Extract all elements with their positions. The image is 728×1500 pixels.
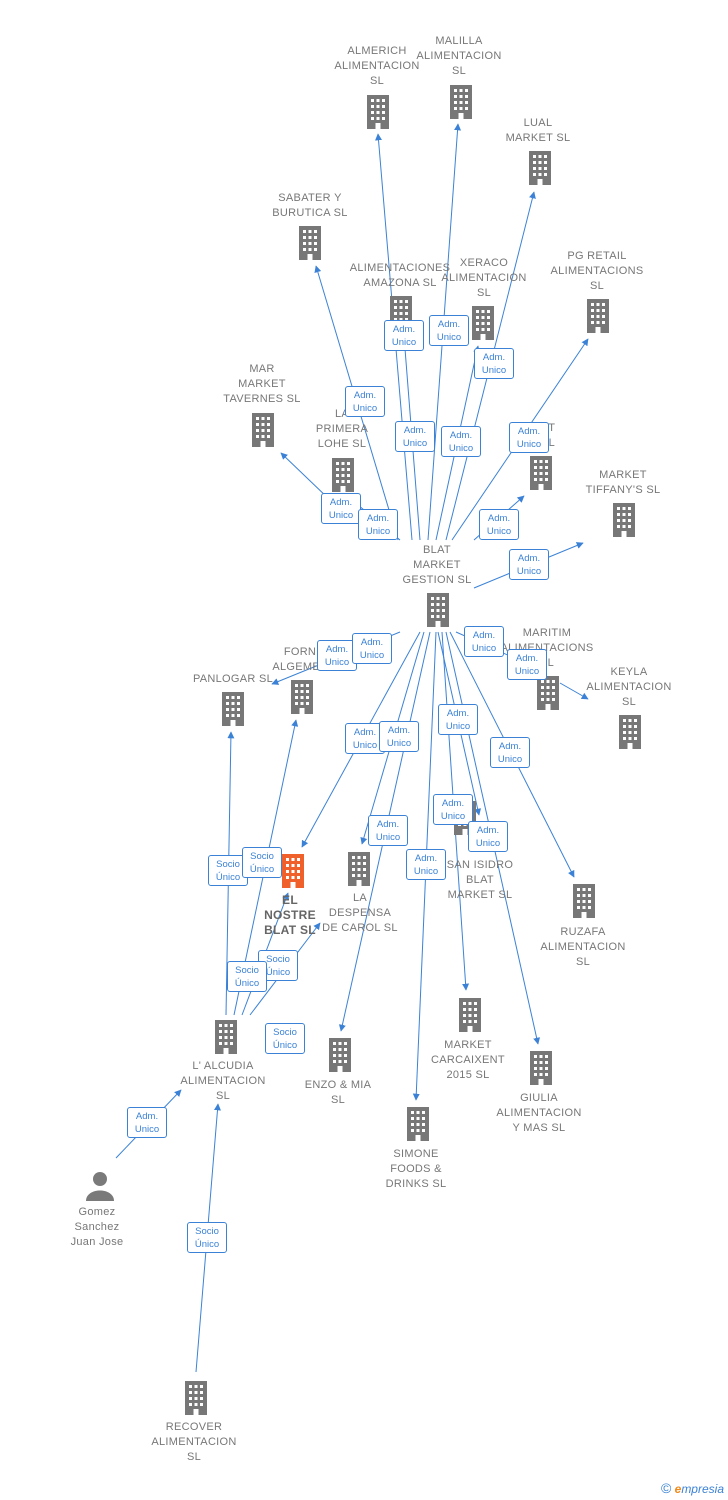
node-label-pgretail[interactable]: PG RETAIL ALIMENTACIONS SL (550, 250, 644, 292)
building-icon[interactable] (407, 1107, 429, 1141)
edge-label-recover-to-alcudia[interactable]: Socio Único (187, 1222, 227, 1253)
empresia-logo: empresia (674, 1482, 724, 1496)
node-label-blat[interactable]: BLAT MARKET GESTION SL (402, 544, 472, 586)
node-label-panlogar[interactable]: PANLOGAR SL (192, 673, 274, 685)
edge-label-alcudia-to-panlogar[interactable]: Socio Único (208, 855, 248, 886)
building-icon[interactable] (529, 151, 551, 185)
node-label-enzo[interactable]: ENZO & MIA SL (304, 1079, 372, 1106)
building-icon[interactable] (367, 95, 389, 129)
edge-label-blat-to-simone[interactable]: Adm. Unico (406, 849, 446, 880)
edge-label-blat-to-sanisidro[interactable]: Adm. Unico (438, 704, 478, 735)
node-label-recover[interactable]: RECOVER ALIMENTACION SL (151, 1421, 237, 1463)
building-icon[interactable] (299, 226, 321, 260)
edge-label-blat-to-tiffany[interactable]: Adm. Unico (509, 549, 549, 580)
edge-label-blat-to-keyla[interactable]: Adm. Unico (507, 649, 547, 680)
edge-label-blat-to-sabater[interactable]: Adm. Unico (345, 386, 385, 417)
node-label-mar[interactable]: MAR MARKET TAVERNES SL (223, 363, 301, 405)
node-label-simone[interactable]: SIMONE FOODS & DRINKS SL (385, 1148, 447, 1190)
building-icon[interactable] (222, 692, 244, 726)
edge-label-blat-to-despensa[interactable]: Adm. Unico (379, 721, 419, 752)
node-label-almerich[interactable]: ALMERICH ALIMENTACION SL (334, 45, 420, 87)
edge-blat-to-mar (280, 452, 331, 501)
copyright-icon: © (660, 1480, 672, 1496)
node-label-sanisidro[interactable]: SAN ISIDRO BLAT MARKET SL (446, 859, 514, 901)
edge-label-blat-to-amazona[interactable]: Adm. Unico (395, 421, 435, 452)
node-label-alcudia[interactable]: L' ALCUDIA ALIMENTACION SL (180, 1060, 266, 1102)
edge-label-alcudia-to-forn[interactable]: Socio Único (242, 847, 282, 878)
building-icon[interactable] (573, 884, 595, 918)
node-label-lual[interactable]: LUAL MARKET SL (505, 117, 571, 144)
edge-label-blat-to-hiddenet[interactable]: Adm. Unico (479, 509, 519, 540)
building-icon[interactable] (530, 1051, 552, 1085)
edge-label-blat-to-nostre[interactable]: Adm. Unico (345, 723, 385, 754)
node-label-primera[interactable]: LA PRIMERA LOHE SL (315, 408, 369, 450)
node-label-xeraco[interactable]: XERACO ALIMENTACION SL (441, 257, 527, 299)
node-label-tiffany[interactable]: MARKET TIFFANY'S SL (585, 469, 661, 496)
node-label-carcaixent[interactable]: MARKET CARCAIXENT 2015 SL (431, 1039, 505, 1081)
edge-label-blat-to-panlogar[interactable]: Adm. Unico (352, 633, 392, 664)
node-label-gomez[interactable]: Gomez Sanchez Juan Jose (70, 1206, 124, 1248)
building-icon[interactable] (215, 1020, 237, 1054)
node-label-forn[interactable]: FORN ALGEMES (272, 646, 328, 673)
edge-label-blat-to-primera[interactable]: Adm. Unico (358, 509, 398, 540)
edge-label-blat-to-forn[interactable]: Adm. Unico (317, 640, 357, 671)
footer-brand[interactable]: © empresia (661, 1480, 724, 1496)
edge-label-blat-to-almerich[interactable]: Adm. Unico (384, 320, 424, 351)
building-icon[interactable] (282, 854, 304, 888)
relation-tag-socio-unico[interactable]: Socio Único (265, 1023, 305, 1054)
node-label-amazona[interactable]: ALIMENTACIONES AMAZONA SL (349, 262, 451, 289)
edge-label-blat-to-ruzafa[interactable]: Adm. Unico (490, 737, 530, 768)
node-label-ruzafa[interactable]: RUZAFA ALIMENTACION SL (540, 926, 626, 968)
node-label-giulia[interactable]: GIULIA ALIMENTACION Y MAS SL (496, 1092, 582, 1134)
building-icon[interactable] (185, 1381, 207, 1415)
node-label-sabater[interactable]: SABATER Y BURUTICA SL (272, 192, 348, 219)
building-icon[interactable] (537, 676, 559, 710)
edge-label-blat-to-xeraco[interactable]: Adm. Unico (441, 426, 481, 457)
edge-label-gomez-to-alcudia[interactable]: Adm. Unico (127, 1107, 167, 1138)
edge-label-blat-to-carcaixent[interactable]: Adm. Unico (433, 794, 473, 825)
edge-label-blat-to-lual[interactable]: Adm. Unico (474, 348, 514, 379)
building-icon[interactable] (348, 852, 370, 886)
node-label-malilla[interactable]: MALILLA ALIMENTACION SL (416, 35, 502, 77)
node-label-despensa[interactable]: LA DESPENSA DE CAROL SL (322, 892, 398, 934)
edge-label-blat-to-enzo[interactable]: Adm. Unico (368, 815, 408, 846)
building-icon[interactable] (450, 85, 472, 119)
building-icon[interactable] (530, 456, 552, 490)
building-icon[interactable] (427, 593, 449, 627)
building-icon[interactable] (329, 1038, 351, 1072)
building-icon[interactable] (619, 715, 641, 749)
building-icon[interactable] (472, 306, 494, 340)
edge-label-blat-to-malilla[interactable]: Adm. Unico (429, 315, 469, 346)
node-label-nostre[interactable]: EL NOSTRE BLAT SL (264, 893, 316, 937)
building-icon[interactable] (587, 299, 609, 333)
node-label-keyla[interactable]: KEYLA ALIMENTACION SL (586, 666, 672, 708)
person-icon[interactable] (86, 1172, 114, 1201)
building-icon[interactable] (613, 503, 635, 537)
building-icon[interactable] (332, 458, 354, 492)
edge-label-alcudia-to-nostre[interactable]: Socio Único (227, 961, 267, 992)
edge-blat-to-keyla (559, 682, 589, 700)
edge-label-blat-to-mar[interactable]: Adm. Unico (321, 493, 361, 524)
building-icon[interactable] (252, 413, 274, 447)
edge-label-blat-to-pgretail[interactable]: Adm. Unico (509, 422, 549, 453)
edge-label-blat-to-giulia[interactable]: Adm. Unico (468, 821, 508, 852)
building-icon[interactable] (459, 998, 481, 1032)
edge-label-blat-to-maritim[interactable]: Adm. Unico (464, 626, 504, 657)
